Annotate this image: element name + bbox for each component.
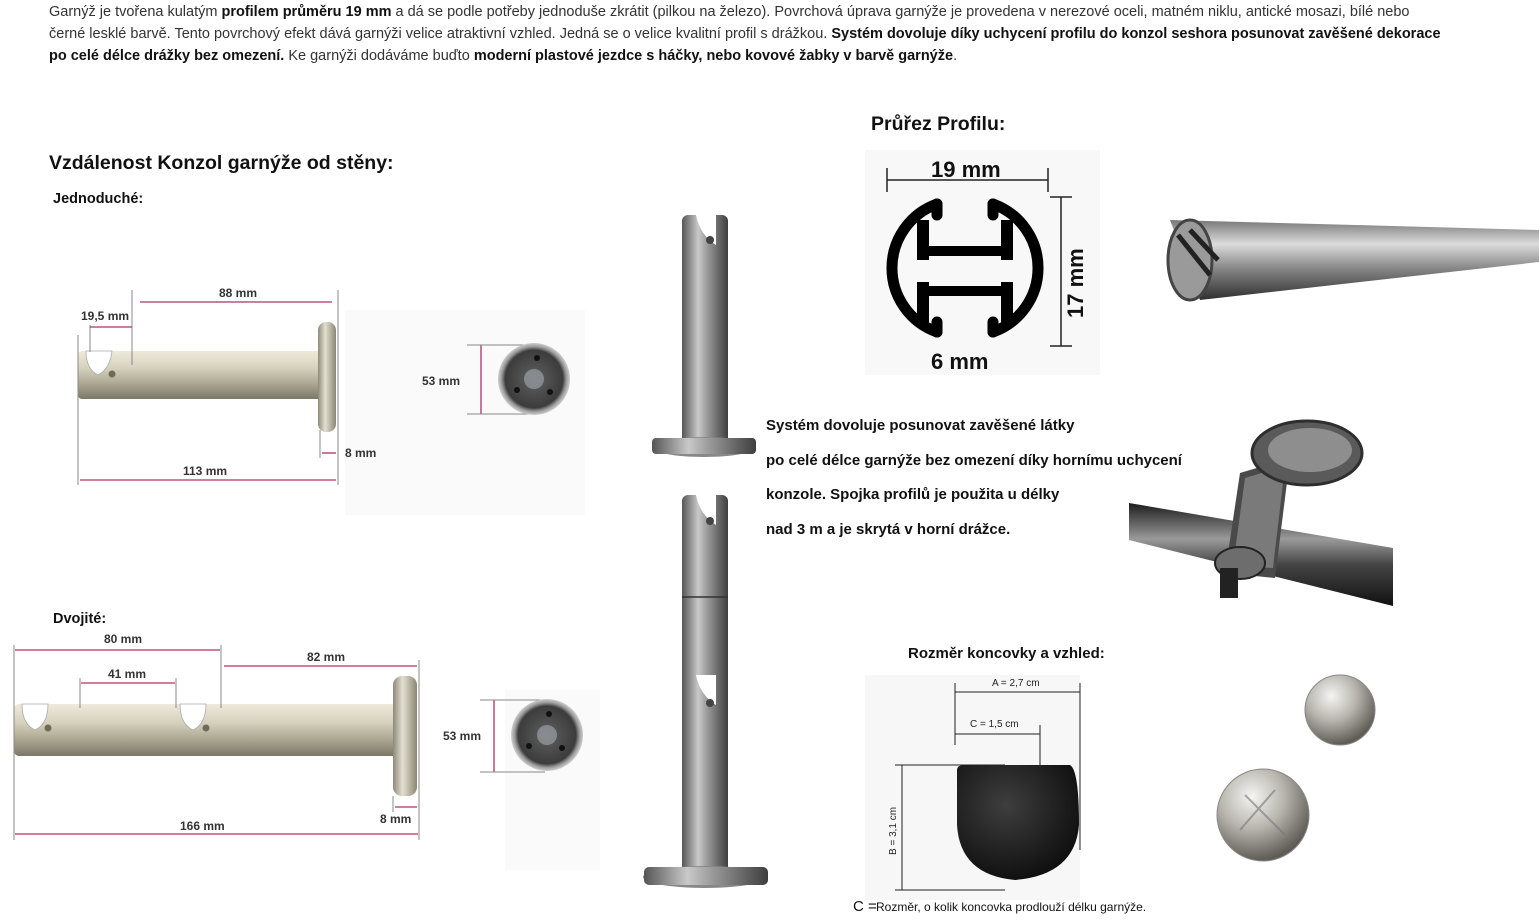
single-wall-plate — [318, 322, 336, 432]
system-text-line-2: po celé délce garnýže bez omezení díky h… — [766, 451, 1182, 469]
profile-shape — [886, 198, 1044, 338]
profile-title: Průřez Profilu: — [871, 113, 1006, 135]
single-label: Jednoduché: — [53, 191, 144, 207]
double-plate-dim: 53 mm — [443, 729, 481, 743]
intro-bold-3: moderní plastové jezdce s háčky, nebo ko… — [473, 48, 954, 64]
single-dim-19-5: 19,5 mm — [81, 309, 129, 323]
double-dim-166: 166 mm — [180, 819, 225, 833]
distance-title: Vzdálenost Konzol garnýže od stěny: — [49, 152, 394, 174]
single-bracket-photo — [652, 215, 756, 457]
finial-note-label: C = — [853, 898, 877, 915]
finial-note: Rozměr, o kolik koncovka prodlouží délku… — [876, 900, 1147, 914]
intro-text-1: Garnýž je tvořena kulatým — [49, 4, 222, 20]
double-dim-82: 82 mm — [307, 650, 345, 664]
double-bracket-photo — [643, 495, 768, 888]
single-dim-88: 88 mm — [219, 286, 257, 300]
double-dim-80: 80 mm — [104, 632, 142, 646]
intro-text-3: Ke garnýži dodáváme buďto — [284, 48, 474, 64]
intro-text-2: a dá se podle potřeby jednoduše zkrátit … — [49, 4, 1410, 42]
intro-bold-1: profilem průměru 19 mm — [221, 4, 392, 20]
system-text-line-4: nad 3 m a je skrytá v horní drážce. — [766, 520, 1011, 538]
single-bracket-tube — [78, 351, 326, 399]
finial-diagram: A = 2,7 cm C = 1,5 cm B = 3,1 cm — [865, 675, 1081, 900]
finial-photos — [1216, 674, 1376, 862]
system-text-block: Systém dovoluje posunovat zavěšené látky… — [766, 416, 1206, 554]
double-dim-41: 41 mm — [108, 667, 146, 681]
profile-inner-web — [917, 220, 1013, 322]
finial-dim-c: C = 1,5 cm — [970, 719, 1019, 730]
finial-title: Rozměr koncovky a vzhled: — [908, 645, 1105, 662]
double-wall-plate — [393, 676, 417, 796]
finial-ball-photo-1 — [1304, 674, 1376, 746]
profile-width-dim: 19 mm — [931, 157, 1001, 182]
bracket-photos-vertical — [643, 215, 768, 888]
double-bracket-diagram: 80 mm 41 mm 82 mm 166 mm 8 mm 53 mm — [13, 632, 600, 870]
single-bracket-diagram: 19,5 mm 88 mm 113 mm 8 mm 53 mm — [77, 286, 585, 515]
single-plate-dim: 53 mm — [422, 374, 460, 388]
intro-paragraph: Garnýž je tvořena kulatým profilem průmě… — [49, 1, 1449, 67]
mounted-bracket-photo — [1129, 419, 1393, 606]
finial-dim-b: B = 3,1 cm — [888, 807, 899, 855]
profile-cross-section: 19 mm 17 mm 6 mm — [865, 150, 1100, 375]
profile-gap-dim: 6 mm — [931, 349, 988, 374]
profile-height-dim: 17 mm — [1063, 248, 1088, 318]
finial-dim-a: A = 2,7 cm — [992, 678, 1040, 689]
double-dim-8: 8 mm — [380, 812, 411, 826]
finial-ball-photo-2 — [1216, 768, 1310, 862]
finial-black-ball — [957, 765, 1079, 880]
system-text-line-3: konzole. Spojka profilů je použita u dél… — [766, 486, 1060, 503]
rod-end-photo — [1166, 218, 1539, 302]
single-dim-8: 8 mm — [345, 446, 376, 460]
single-dim-113: 113 mm — [183, 464, 227, 478]
system-text-line-1: Systém dovoluje posunovat zavěšené látky — [766, 417, 1075, 434]
intro-text-4: . — [953, 48, 958, 64]
double-label: Dvojité: — [53, 611, 107, 627]
intro-bold-2: Systém dovoluje díky uchycení profilu do… — [49, 26, 1441, 64]
